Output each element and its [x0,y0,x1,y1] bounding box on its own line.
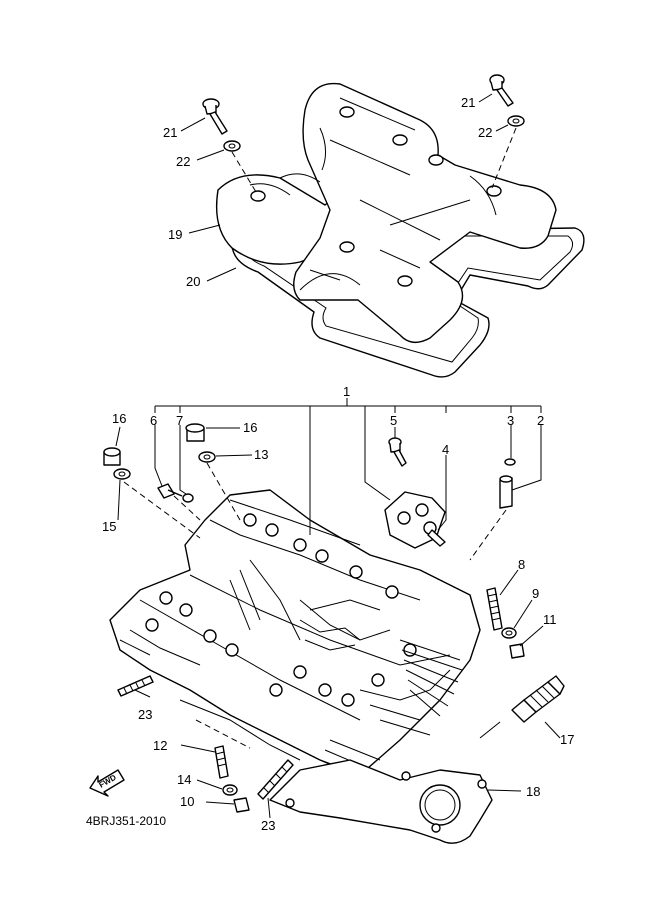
bolt-21-right [489,74,514,107]
callout-10: 10 [180,794,194,809]
washer-22-right [507,115,525,127]
callout-11: 11 [543,612,557,627]
bolt-16-left [103,447,121,466]
bolt-5 [388,437,407,467]
cylinder-head [109,489,481,779]
callout-23-bottom: 23 [261,818,275,833]
nut-10 [233,797,250,813]
washer-13 [198,451,216,463]
washer-7 [182,493,194,503]
stud-12 [214,745,229,779]
cylinder-head-gasket [269,759,493,844]
washer-9 [501,627,517,639]
callout-23-left: 23 [138,707,152,722]
washer-22-left [223,140,241,152]
drawing-code: 4BRJ351-2010 [86,814,166,828]
washer-14 [222,784,238,796]
spark-plug-17 [511,675,565,723]
callout-16-upper: 16 [243,420,257,435]
callout-15: 15 [102,519,116,534]
forward-direction-arrow: FWD [89,769,125,797]
bolt-21-left [202,98,228,135]
stud-8 [486,587,503,631]
leader-lines [115,93,561,819]
callout-18: 18 [526,784,540,799]
callout-12: 12 [153,738,167,753]
callout-2: 2 [537,413,544,428]
dashed-guide-left [231,151,257,193]
callout-1: 1 [343,384,350,399]
washer-15 [113,468,131,480]
callout-6: 6 [150,413,157,428]
callout-5: 5 [390,413,397,428]
dashed-guide-15 [123,481,201,539]
dowel-3 [504,458,516,466]
callout-19: 19 [168,227,182,242]
callout-7: 7 [176,413,183,428]
dashed-guide-12 [195,719,251,749]
callout-1-ticks [154,398,542,535]
callout-14: 14 [177,772,191,787]
callout-22-left: 22 [176,154,190,169]
callout-21-left: 21 [163,125,177,140]
dashed-guide-2 [469,509,507,561]
callout-16-left: 16 [112,411,126,426]
callout-9: 9 [532,586,539,601]
callout-3: 3 [507,413,514,428]
dashed-guide-right [491,127,517,189]
stud-23-left [117,675,154,697]
callout-4: 4 [442,442,449,457]
guide-2 [499,475,513,509]
callout-21-right: 21 [461,95,475,110]
nut-11 [509,643,525,659]
stud-23-bottom [257,759,294,800]
callout-13: 13 [254,447,268,462]
dashed-guide-13 [206,462,241,521]
dashed-guide-6 [173,495,201,521]
head-cover-front [215,82,557,343]
callout-22-right: 22 [478,125,492,140]
camshaft-cap-block [384,491,446,549]
callout-20: 20 [186,274,200,289]
callout-8: 8 [518,557,525,572]
bolt-6 [157,483,183,499]
callout-17: 17 [560,732,574,747]
bolt-16-upper [185,423,205,442]
